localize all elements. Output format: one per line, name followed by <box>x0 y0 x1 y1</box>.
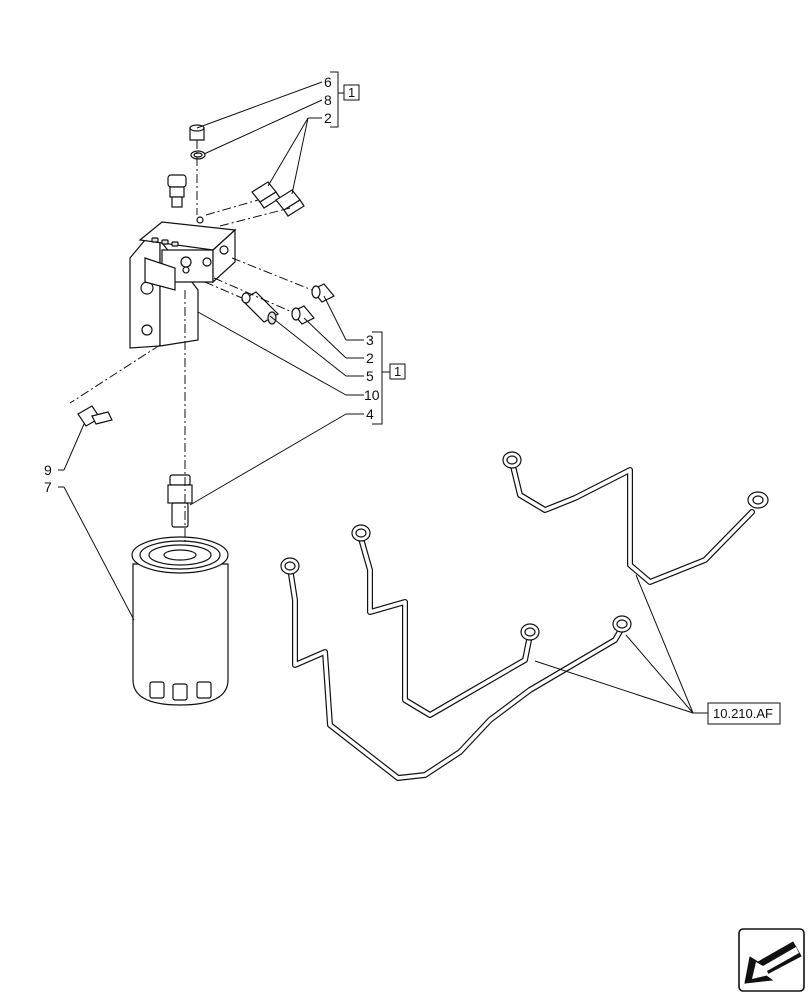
hose-connector-a <box>251 181 281 209</box>
callout-4: 4 <box>366 406 374 422</box>
injector-pipes <box>280 451 769 781</box>
callout-10: 10 <box>364 387 380 403</box>
hose-connector-b <box>275 189 305 217</box>
callout-2: 2 <box>366 350 374 366</box>
leader-lines <box>58 81 708 714</box>
oil-filter-cartridge <box>131 536 229 706</box>
kit-bracket-upper <box>330 71 344 128</box>
callout-2: 2 <box>324 110 332 126</box>
pipe-nut <box>520 623 540 641</box>
o-ring-seal <box>190 150 206 160</box>
side-connector-3 <box>311 283 335 303</box>
callout-5: 5 <box>366 368 374 384</box>
section-ref-label[interactable]: 10.210.AF <box>713 706 773 721</box>
filter-head-bracket <box>129 216 237 349</box>
callout-9: 9 <box>44 462 52 478</box>
callout-7: 7 <box>44 479 52 495</box>
adapter-fitting-top <box>167 174 187 208</box>
pipe-nut <box>351 524 371 542</box>
assembly-lines <box>69 140 313 545</box>
arrow-icon[interactable] <box>738 928 805 992</box>
callout-8: 8 <box>324 92 332 108</box>
side-connector-2 <box>291 305 315 325</box>
pipe-nut <box>502 451 522 469</box>
pipe-nut <box>612 615 632 633</box>
kit-ref-lower: 1 <box>389 363 406 380</box>
callout-3: 3 <box>366 332 374 348</box>
plug-fitting <box>189 124 205 141</box>
kit-bracket-lower <box>372 331 390 425</box>
kit-ref-lower-label: 1 <box>394 364 401 379</box>
callout-6: 6 <box>324 74 332 90</box>
pressure-sensor <box>241 291 279 325</box>
bolt <box>77 405 113 427</box>
filter-nipple <box>167 474 193 528</box>
kit-ref-upper: 1 <box>343 84 360 101</box>
pipe-nut <box>280 557 300 575</box>
kit-ref-upper-label: 1 <box>348 85 355 100</box>
section-ref-link[interactable]: 10.210.AF <box>707 702 781 725</box>
pipe-nut <box>747 491 769 509</box>
